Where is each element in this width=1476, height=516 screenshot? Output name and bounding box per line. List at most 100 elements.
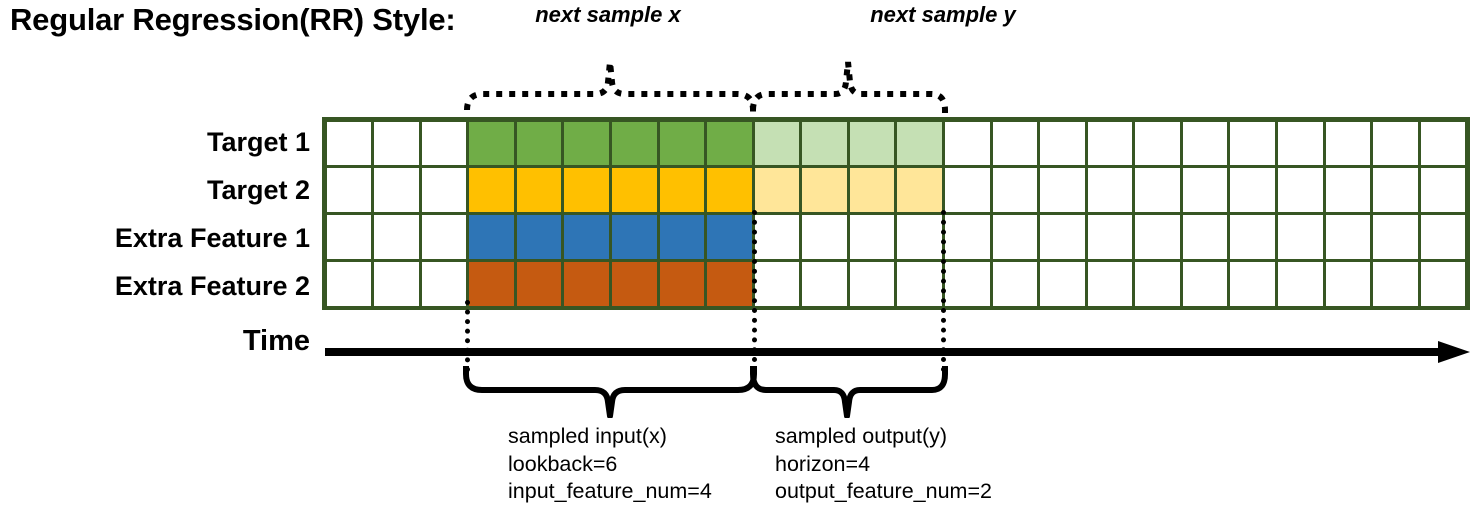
grid-cell-target-1-t0	[326, 121, 372, 166]
grid-cell-extra-feature-1-t23	[1420, 215, 1466, 259]
grid-cell-target-2-t20	[1278, 168, 1323, 212]
grid-cell-target-2-t23	[1420, 168, 1466, 212]
grid-row-extra-feature-2	[325, 260, 1467, 307]
grid-cell-extra-feature-1-t10	[802, 215, 847, 259]
grid-cell-target-1-t19	[1230, 121, 1276, 166]
grid-cell-target-2-t21	[1325, 168, 1371, 212]
grid-cell-extra-feature-1-t7	[659, 215, 705, 259]
grid-cell-extra-feature-1-t13	[945, 215, 990, 259]
grid-cell-extra-feature-1-t17	[1135, 215, 1180, 259]
grid-cell-target-1-t22	[1373, 121, 1418, 166]
grid-cell-target-2-t18	[1182, 168, 1228, 212]
grid-cell-target-1-t12	[897, 121, 943, 166]
grid-cell-extra-feature-2-t12	[897, 261, 943, 306]
grid-cell-extra-feature-2-t17	[1135, 261, 1180, 306]
grid-cell-target-2-t16	[1087, 168, 1133, 212]
grid-cell-extra-feature-1-t6	[611, 215, 657, 259]
grid-cell-target-1-t17	[1135, 121, 1180, 166]
grid-cell-extra-feature-1-t3	[469, 215, 514, 259]
grid-cell-extra-feature-1-t19	[1230, 215, 1276, 259]
grid-cell-extra-feature-2-t21	[1325, 261, 1371, 306]
grid-cell-target-2-t7	[659, 168, 705, 212]
grid-cell-target-2-t0	[326, 168, 372, 212]
grid-cell-extra-feature-2-t0	[326, 261, 372, 306]
grid-cell-target-1-t6	[611, 121, 657, 166]
grid-cell-extra-feature-1-t5	[564, 215, 609, 259]
grid-cell-target-2-t4	[516, 168, 562, 212]
grid-cell-extra-feature-2-t1	[374, 261, 419, 306]
grid-cell-extra-feature-2-t13	[945, 261, 990, 306]
grid-cell-extra-feature-2-t4	[516, 261, 562, 306]
grid-cell-extra-feature-1-t22	[1373, 215, 1418, 259]
next-sample-y-label: next sample y	[870, 2, 1016, 27]
grid-cell-target-1-t2	[421, 121, 467, 166]
grid-cell-extra-feature-2-t8	[707, 261, 752, 306]
sampled-output-line-2: horizon=4	[775, 451, 871, 476]
grid-cell-target-2-t8	[707, 168, 752, 212]
grid-cell-target-2-t5	[564, 168, 609, 212]
sampled-input-line-2: lookback=6	[508, 451, 618, 476]
grid-cell-extra-feature-2-t23	[1420, 261, 1466, 306]
grid-cell-target-1-t4	[516, 121, 562, 166]
grid-cell-target-1-t13	[945, 121, 990, 166]
row-label-group: Target 1 Target 2 Extra Feature 1 Extra …	[0, 117, 310, 310]
guide-line-input-start	[465, 300, 470, 372]
guide-line-input-end	[752, 210, 757, 372]
grid-cell-target-1-t9	[754, 121, 800, 166]
grid-cell-extra-feature-1-t0	[326, 215, 372, 259]
grid-cell-extra-feature-1-t14	[992, 215, 1038, 259]
grid-cell-extra-feature-2-t9	[754, 261, 800, 306]
sampled-input-caption: sampled input(x) lookback=6 input_featur…	[508, 423, 712, 506]
grid-cell-extra-feature-2-t19	[1230, 261, 1276, 306]
grid-cell-target-2-t15	[1040, 168, 1085, 212]
grid-cell-extra-feature-2-t11	[849, 261, 895, 306]
grid-cell-extra-feature-2-t15	[1040, 261, 1085, 306]
grid-cell-target-1-t11	[849, 121, 895, 166]
grid-cell-target-2-t1	[374, 168, 419, 212]
grid-cell-extra-feature-1-t15	[1040, 215, 1085, 259]
grid-cell-target-2-t2	[421, 168, 467, 212]
grid-cell-target-2-t14	[992, 168, 1038, 212]
time-axis-arrow-icon	[325, 341, 1470, 363]
grid-cell-target-2-t9	[754, 168, 800, 212]
grid-cell-target-2-t17	[1135, 168, 1180, 212]
grid-cell-target-1-t15	[1040, 121, 1085, 166]
grid-row-extra-feature-1	[325, 214, 1467, 261]
next-sample-x-label: next sample x	[535, 2, 681, 27]
grid-row-target-2	[325, 167, 1467, 214]
grid-cell-extra-feature-1-t9	[754, 215, 800, 259]
row-label-extra-feature-1: Extra Feature 1	[114, 223, 310, 253]
grid-cell-extra-feature-1-t1	[374, 215, 419, 259]
grid-cell-extra-feature-2-t2	[421, 261, 467, 306]
grid-cell-target-1-t18	[1182, 121, 1228, 166]
grid-cell-target-1-t8	[707, 121, 752, 166]
grid-cell-target-2-t3	[469, 168, 514, 212]
sampled-input-brace	[463, 366, 757, 418]
grid-cell-target-1-t16	[1087, 121, 1133, 166]
sampled-output-line-1: sampled output(y)	[775, 424, 948, 448]
grid-cell-target-2-t10	[802, 168, 847, 212]
grid-cell-extra-feature-1-t16	[1087, 215, 1133, 259]
grid-row-target-1	[325, 120, 1467, 167]
grid-cell-extra-feature-2-t22	[1373, 261, 1418, 306]
grid-cell-extra-feature-2-t5	[564, 261, 609, 306]
grid-cell-target-1-t10	[802, 121, 847, 166]
next-sample-y-brace	[750, 61, 948, 123]
sampled-output-line-3: output_feature_num=2	[775, 479, 992, 504]
sampled-output-brace	[750, 366, 948, 418]
grid-cell-extra-feature-2-t16	[1087, 261, 1133, 306]
grid-cell-extra-feature-1-t11	[849, 215, 895, 259]
grid-cell-target-1-t3	[469, 121, 514, 166]
grid-cell-extra-feature-1-t8	[707, 215, 752, 259]
grid-cell-extra-feature-1-t12	[897, 215, 943, 259]
grid-cell-extra-feature-1-t18	[1182, 215, 1228, 259]
time-axis-label: Time	[242, 325, 310, 357]
timeline-grid	[322, 117, 1470, 310]
grid-cell-target-1-t23	[1420, 121, 1466, 166]
grid-cell-target-2-t22	[1373, 168, 1418, 212]
grid-cell-target-1-t7	[659, 121, 705, 166]
sampled-input-line-3: input_feature_num=4	[508, 479, 712, 504]
guide-line-output-end	[941, 210, 946, 372]
grid-cell-extra-feature-2-t18	[1182, 261, 1228, 306]
